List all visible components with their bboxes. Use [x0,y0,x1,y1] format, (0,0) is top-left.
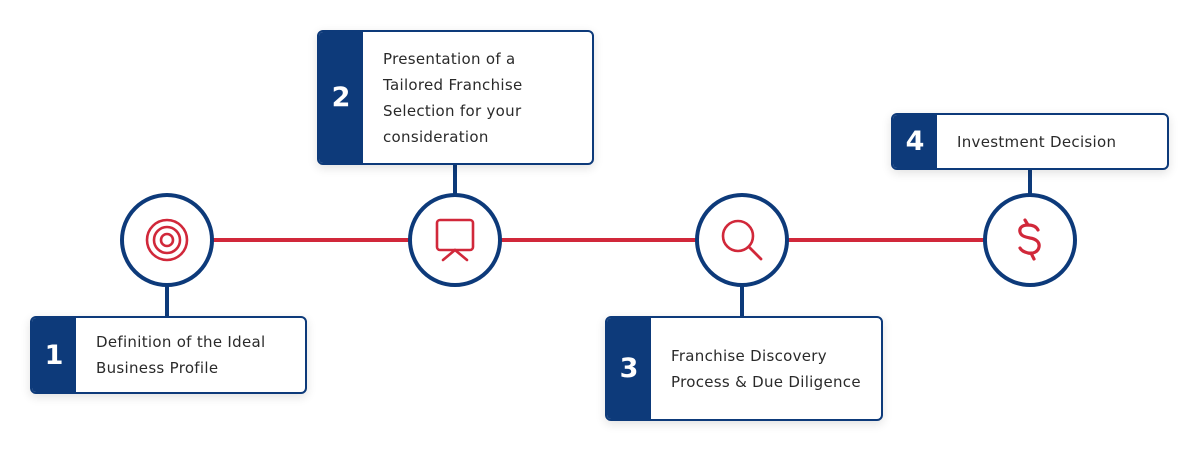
connector-step-3 [740,285,744,318]
connector-step-2 [453,163,457,196]
step-number: 3 [607,318,651,419]
step-number: 4 [893,115,937,168]
step-label: Franchise Discovery Process & Due Dilige… [671,346,861,391]
connector-step-1 [165,285,169,318]
step-number: 2 [319,32,363,163]
step-number: 1 [32,318,76,392]
presentation-board-icon [435,218,475,262]
step-label: Investment Decision [957,132,1117,151]
step-2-node [408,193,502,287]
step-4-node [983,193,1077,287]
step-label: Presentation of a Tailored Franchise Sel… [383,49,523,146]
step-4-card: 4 Investment Decision [891,113,1169,170]
dollar-sign-icon [1018,218,1041,261]
magnifier-icon [721,219,763,261]
step-label: Definition of the Ideal Business Profile [96,333,266,377]
step-1-card: 1 Definition of the Ideal Business Profi… [30,316,307,394]
step-3-card: 3 Franchise Discovery Process & Due Dili… [605,316,883,421]
step-1-node [120,193,214,287]
target-icon [145,218,189,262]
step-2-card: 2 Presentation of a Tailored Franchise S… [317,30,594,165]
connector-step-4 [1028,167,1032,196]
step-3-node [695,193,789,287]
timeline-line [213,238,985,242]
